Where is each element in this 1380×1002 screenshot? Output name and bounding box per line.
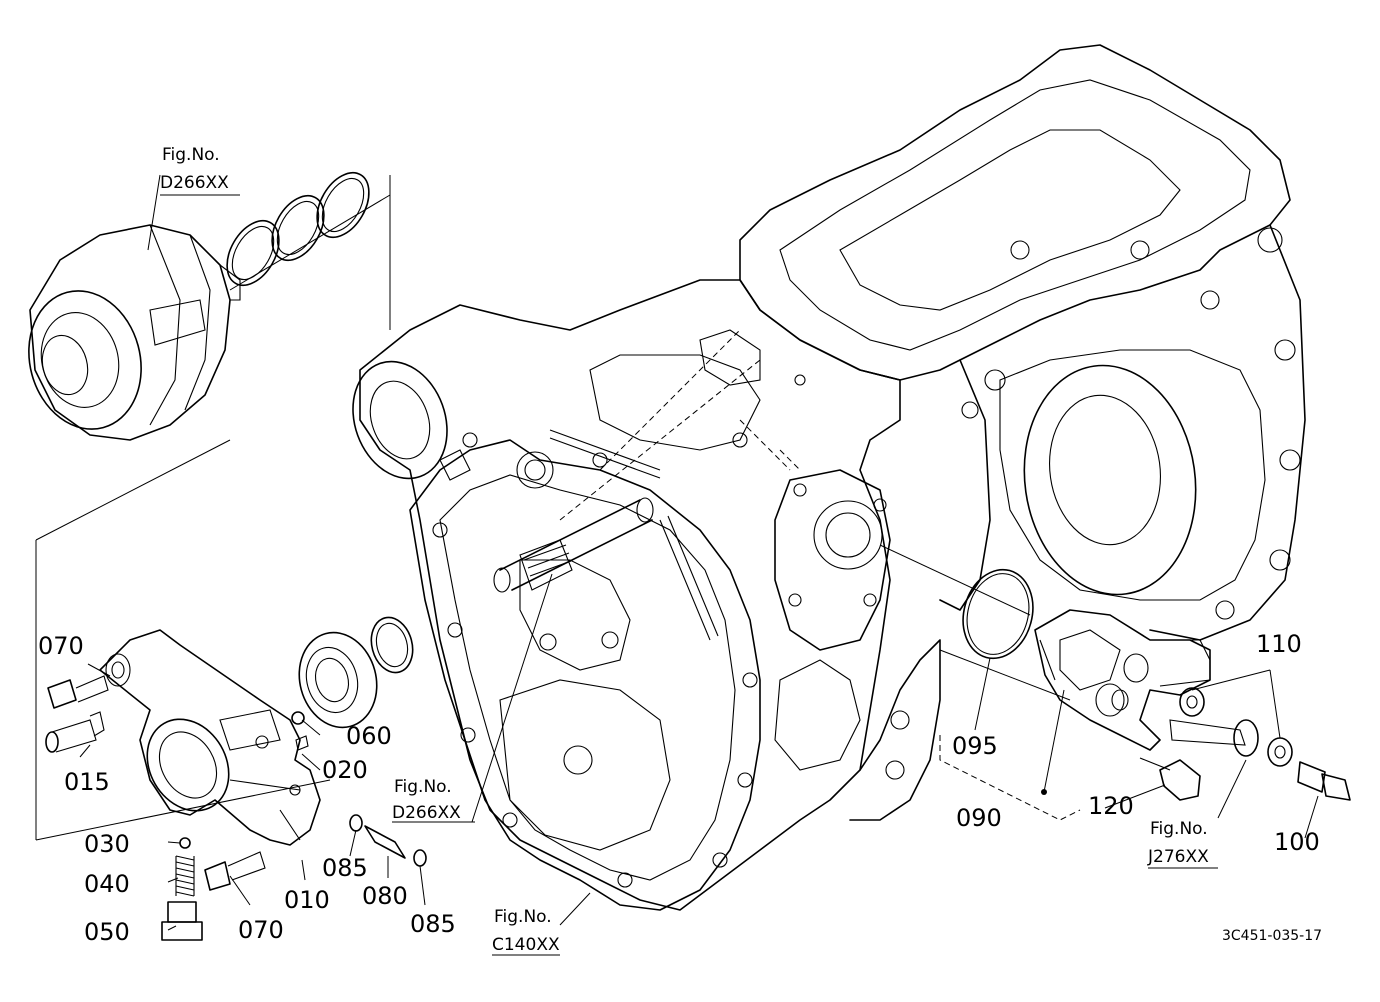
shift-fork — [99, 629, 321, 846]
part-label-070-top: 070 — [38, 632, 84, 660]
part-label-100: 100 — [1274, 828, 1320, 856]
fig-ref-mid: Fig.No. D266XX — [392, 777, 461, 823]
drawing-code: 3C451-035-17 — [1222, 928, 1322, 944]
leader-lines — [35, 174, 1319, 956]
part-label-080: 080 — [362, 882, 408, 910]
shaft — [493, 497, 654, 593]
fig-ref-bottom: Fig.No. C140XX — [492, 907, 560, 955]
fig-ref-mid-line2: D266XX — [392, 803, 461, 823]
part-label-060: 060 — [346, 722, 392, 750]
valve-assembly — [939, 568, 1351, 821]
part-label-030: 030 — [84, 830, 130, 858]
part-label-120: 120 — [1088, 792, 1134, 820]
bearing — [298, 616, 414, 729]
part-label-010: 010 — [284, 886, 330, 914]
clutch-pack-assembly — [28, 171, 391, 840]
small-parts-left — [45, 675, 427, 941]
fig-ref-bottom-line1: Fig.No. — [494, 907, 552, 927]
part-label-050: 050 — [84, 918, 130, 946]
part-label-040: 040 — [84, 870, 130, 898]
fig-ref-top: Fig.No. D266XX — [160, 145, 229, 193]
fig-ref-right: Fig.No. J276XX — [1147, 819, 1209, 867]
fig-ref-bottom-line2: C140XX — [492, 935, 560, 955]
part-label-095: 095 — [952, 732, 998, 760]
part-label-020: 020 — [322, 756, 368, 784]
part-label-085-left: 085 — [322, 854, 368, 882]
fig-ref-top-line2: D266XX — [160, 173, 229, 193]
part-callouts: 070 015 030 040 050 070 010 020 060 085 … — [38, 630, 1320, 946]
fig-ref-right-line1: Fig.No. — [1150, 819, 1208, 839]
fig-ref-top-line1: Fig.No. — [162, 145, 220, 165]
part-label-085-right: 085 — [410, 910, 456, 938]
fig-ref-right-line2: J276XX — [1147, 847, 1209, 867]
fig-ref-mid-line1: Fig.No. — [394, 777, 452, 797]
part-label-015: 015 — [64, 768, 110, 796]
part-label-090: 090 — [956, 804, 1002, 832]
transmission-case — [352, 44, 1306, 911]
part-label-070-bottom: 070 — [238, 916, 284, 944]
part-label-110: 110 — [1256, 630, 1302, 658]
